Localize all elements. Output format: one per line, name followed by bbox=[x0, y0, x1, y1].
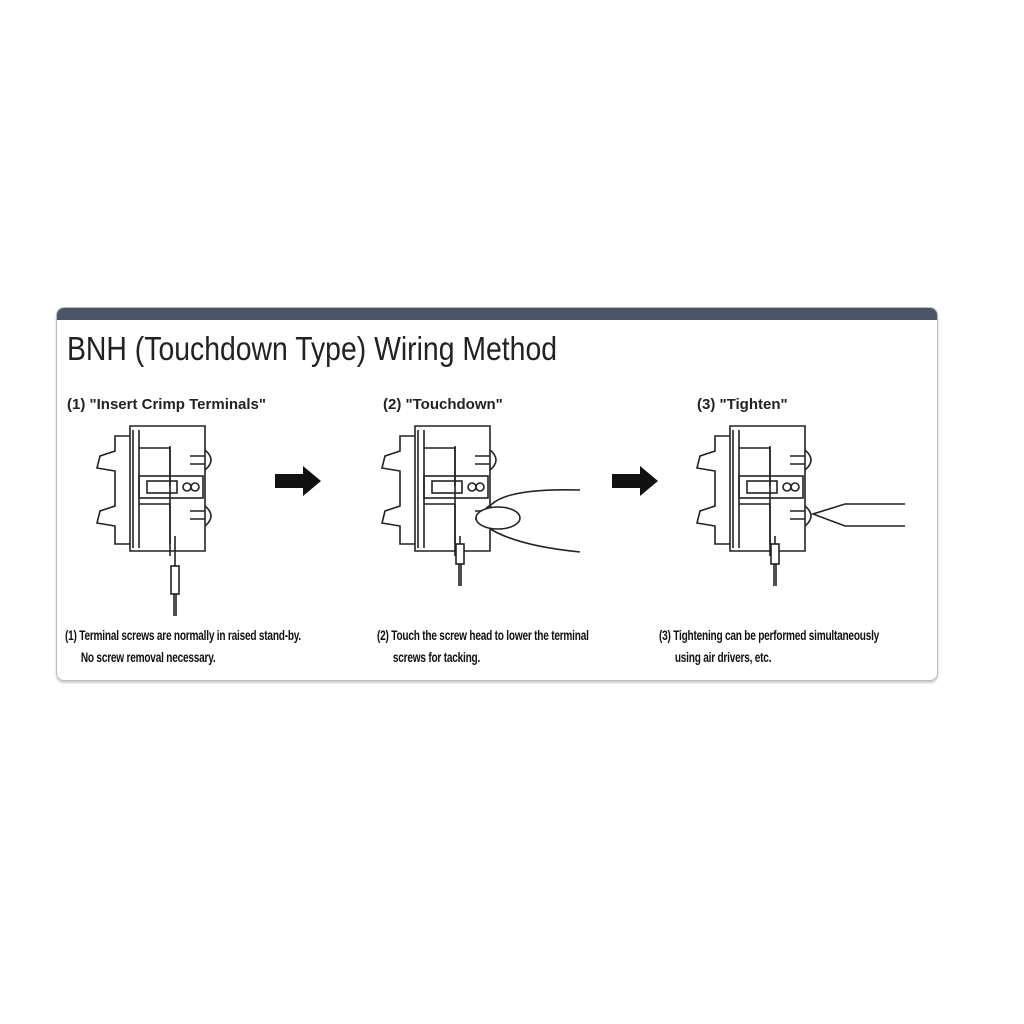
caption-line: (3) Tightening can be performed simultan… bbox=[659, 627, 880, 643]
arrow-right-icon bbox=[275, 466, 321, 496]
step-2-label: (2) "Touchdown" bbox=[383, 396, 503, 413]
wiring-method-panel: BNH (Touchdown Type) Wiring Method (1) "… bbox=[56, 307, 938, 681]
step-2-terminal-diagram bbox=[381, 425, 581, 586]
step-2-caption: (2) Touch the screw head to lower the te… bbox=[377, 624, 589, 668]
step-3-label: (3) "Tighten" bbox=[697, 396, 788, 413]
arrow-right-icon bbox=[612, 466, 658, 496]
finger-icon bbox=[455, 488, 581, 586]
step-1-label: (1) "Insert Crimp Terminals" bbox=[67, 396, 266, 413]
step-3-terminal-diagram bbox=[696, 425, 905, 586]
caption-line: (2) Touch the screw head to lower the te… bbox=[377, 627, 589, 643]
step-1-terminal-diagram bbox=[96, 425, 212, 616]
step-1-caption: (1) Terminal screws are normally in rais… bbox=[65, 624, 301, 668]
screwdriver-icon bbox=[770, 503, 905, 586]
crimp-terminal-icon bbox=[170, 536, 180, 616]
header-bar bbox=[57, 308, 937, 320]
caption-line: using air drivers, etc. bbox=[674, 649, 772, 665]
caption-line: screws for tacking. bbox=[392, 649, 481, 665]
panel-title: BNH (Touchdown Type) Wiring Method bbox=[67, 330, 558, 367]
step-3-caption: (3) Tightening can be performed simultan… bbox=[659, 624, 879, 668]
caption-line: No screw removal necessary. bbox=[80, 649, 216, 665]
caption-line: (1) Terminal screws are normally in rais… bbox=[65, 627, 302, 643]
